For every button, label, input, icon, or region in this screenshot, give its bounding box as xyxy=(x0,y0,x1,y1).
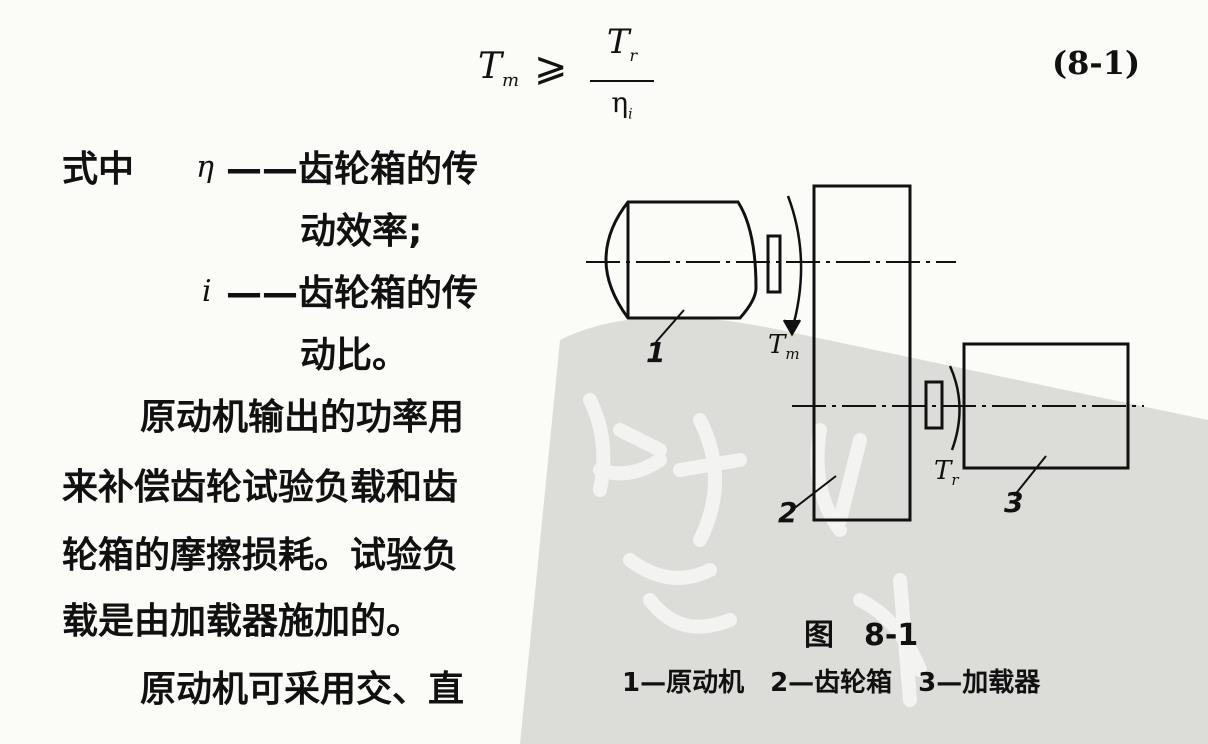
i-definition-line1: ——齿轮箱的传 xyxy=(226,273,479,314)
eta-definition-line1: ——齿轮箱的传 xyxy=(226,149,479,190)
paragraph2-line1: 原动机可采用交、直 xyxy=(140,669,465,710)
torque-arrow-r xyxy=(948,365,961,451)
figure-label-1: 1 xyxy=(646,336,666,369)
figure-label-2: 2 xyxy=(778,496,798,529)
paragraph1-line1: 原动机输出的功率用 xyxy=(140,397,465,438)
paragraph1-line4: 载是由加载器施加的。 xyxy=(62,601,423,642)
coupling-1 xyxy=(766,234,782,294)
torque-label-r: Tr xyxy=(934,456,959,490)
eta-definition-line2: 动效率; xyxy=(300,211,423,252)
definitions-intro: 式中 xyxy=(62,149,135,190)
motor-body xyxy=(604,200,758,320)
torque-arrow-m xyxy=(786,195,803,331)
formula-fraction: Tr ηi xyxy=(590,22,654,129)
gearbox xyxy=(812,184,912,522)
figure-diagram xyxy=(586,184,1144,522)
eta-symbol: η xyxy=(196,150,214,185)
i-symbol: i xyxy=(202,274,212,309)
torque-label-m: Tm xyxy=(768,330,800,364)
paragraph1-line2: 来补偿齿轮试验负载和齿 xyxy=(62,467,459,508)
figure-legend: 1—原动机 2—齿轮箱 3—加载器 xyxy=(622,668,1041,698)
figure-title: 图 8-1 xyxy=(804,618,919,653)
equation-number: (8-1) xyxy=(1052,44,1141,82)
formula-lhs: Tm xyxy=(478,46,520,92)
figure-label-3: 3 xyxy=(1004,486,1024,519)
formula: Tm ⩾ Tr ηi xyxy=(478,20,698,122)
formula-relation: ⩾ xyxy=(534,44,568,90)
paragraph1-line3: 轮箱的摩擦损耗。试验负 xyxy=(62,535,459,576)
i-definition-line2: 动比。 xyxy=(300,335,409,376)
